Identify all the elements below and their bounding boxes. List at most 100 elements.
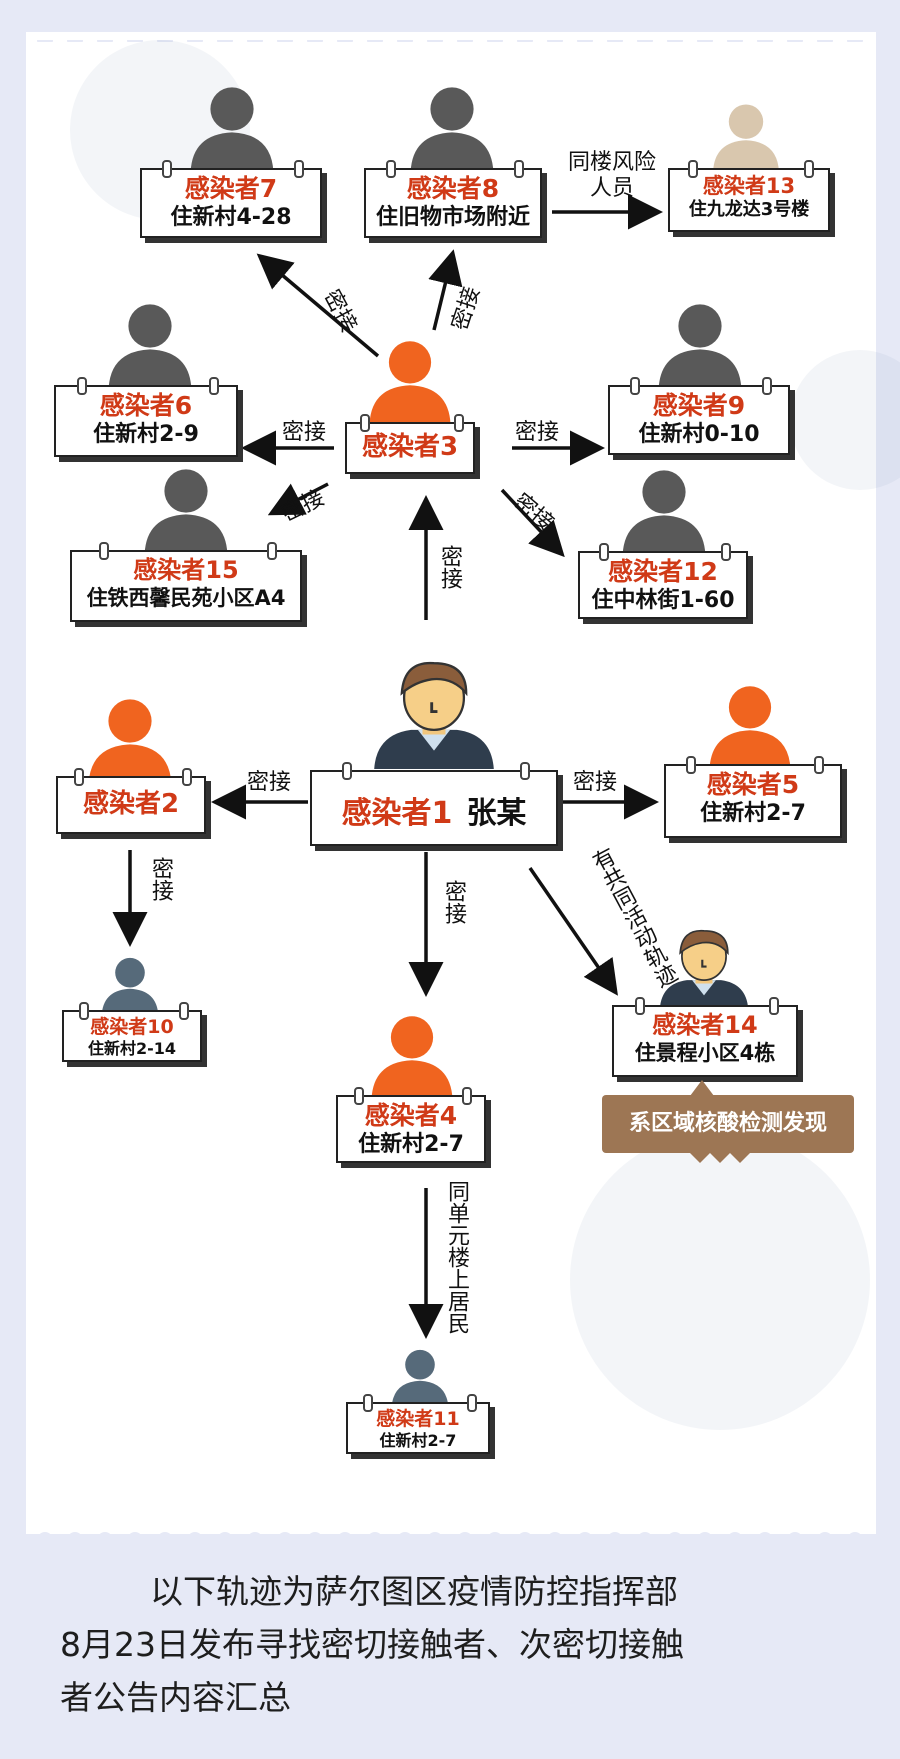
note-pointer [690, 1153, 750, 1163]
case-name: 感染者10 [90, 1016, 174, 1038]
case-address: 住新村0-10 [638, 422, 760, 447]
case-name: 感染者15 [133, 556, 239, 584]
case-name: 感染者12 [608, 557, 718, 586]
man-avatar-icon [365, 654, 503, 773]
arrow-p3-p12 [500, 488, 565, 558]
person-orange-icon [697, 681, 803, 773]
card-ring [99, 542, 110, 560]
card-ring [266, 542, 277, 560]
card-ring [354, 1087, 364, 1105]
card-ring [685, 756, 696, 774]
card-ring [74, 768, 84, 786]
case-name: 感染者11 [376, 1408, 460, 1430]
case-card-3: 感染者3 [345, 414, 475, 474]
man-avatar-icon [653, 924, 755, 1013]
card-ring [453, 414, 464, 432]
card-ring [598, 543, 609, 561]
edge-label-p1-p3: 密接 [437, 545, 462, 589]
card-ring [179, 1002, 190, 1020]
caption-line-2: 8月23日发布寻找密切接触者、次密切接触 [60, 1625, 684, 1664]
card-ring [687, 160, 698, 178]
card-ring [721, 543, 732, 561]
case-name: 感染者6 [99, 391, 193, 420]
card-ring [385, 160, 396, 178]
card-ring [363, 1394, 374, 1412]
case-address: 住九龙达3号楼 [688, 199, 810, 221]
card-ring [466, 1394, 477, 1412]
case-person-name: 张某 [466, 796, 527, 831]
virus-watermark [70, 40, 900, 1430]
card-ring [209, 377, 220, 395]
person-orange-icon [357, 336, 463, 428]
case-name: 感染者4 [364, 1101, 458, 1130]
person-beige-icon [703, 100, 789, 176]
caption-line-3: 者公告内容汇总 [60, 1678, 291, 1717]
arrow-p3-p15 [267, 482, 329, 516]
case-address: 住新村4-28 [170, 205, 292, 230]
case-card-2: 感染者2 [56, 768, 206, 834]
person-gray-icon [646, 299, 754, 393]
case-address: 住新村2-9 [93, 422, 199, 447]
edge-label-p1-p2: 密接 [247, 770, 292, 795]
case-name: 感染者8 [406, 174, 500, 203]
card-ring [78, 1002, 89, 1020]
arrow-p1-p14 [528, 867, 618, 996]
case-name: 感染者1 [341, 796, 453, 831]
case-address: 住新村2-7 [700, 801, 806, 826]
case-name: 感染者2 [82, 789, 180, 820]
card-ring [635, 997, 646, 1015]
person-orange-icon [359, 1011, 465, 1103]
person-gray-icon [178, 82, 286, 176]
case-name: 感染者7 [184, 174, 278, 203]
card-ring [520, 762, 531, 780]
caption-line-1: 以下轨迹为萨尔图区疫情防控指挥部 [150, 1572, 678, 1611]
edge-label-p4-p11: 同单元楼上居民 [444, 1180, 469, 1334]
arrow-p3-p8 [428, 249, 463, 331]
card-ring [360, 414, 371, 432]
card-ring [514, 160, 525, 178]
case-address: 住新村2-7 [358, 1132, 464, 1157]
summary-caption: 以下轨迹为萨尔图区疫情防控指挥部 8月23日发布寻找密切接触者、次密切接触 者公… [60, 1565, 860, 1724]
person-slate-icon [383, 1346, 457, 1412]
case-address: 住景程小区4栋 [634, 1040, 776, 1065]
edge-label-p1-p5: 密接 [573, 770, 618, 795]
card-ring [162, 160, 173, 178]
edge-label-p3-p9: 密接 [515, 420, 560, 445]
case-address: 住铁西馨民苑小区A4 [86, 585, 286, 610]
person-slate-icon [93, 954, 167, 1020]
detection-note: 系区域核酸检测发现 [602, 1095, 854, 1153]
person-gray-icon [610, 465, 718, 559]
case-address: 住旧物市场附近 [375, 205, 530, 230]
case-address: 住新村2-7 [379, 1430, 457, 1450]
edge-label-p8-p13: 同楼风险人员 [567, 150, 656, 201]
arrow-p3-p7 [256, 253, 380, 358]
edge-label-p1-p4: 密接 [441, 880, 466, 924]
card-ring [341, 762, 352, 780]
note-tail [690, 1080, 714, 1096]
case-address: 住新村2-14 [87, 1038, 177, 1058]
person-gray-icon [96, 299, 204, 393]
person-gray-icon [132, 464, 240, 558]
card-ring [462, 1087, 472, 1105]
case-name: 感染者3 [361, 432, 459, 463]
person-gray-icon [398, 82, 506, 176]
card-ring [76, 377, 87, 395]
case-name: 感染者5 [706, 770, 800, 799]
card-ring [630, 377, 641, 395]
card-ring [804, 160, 815, 178]
